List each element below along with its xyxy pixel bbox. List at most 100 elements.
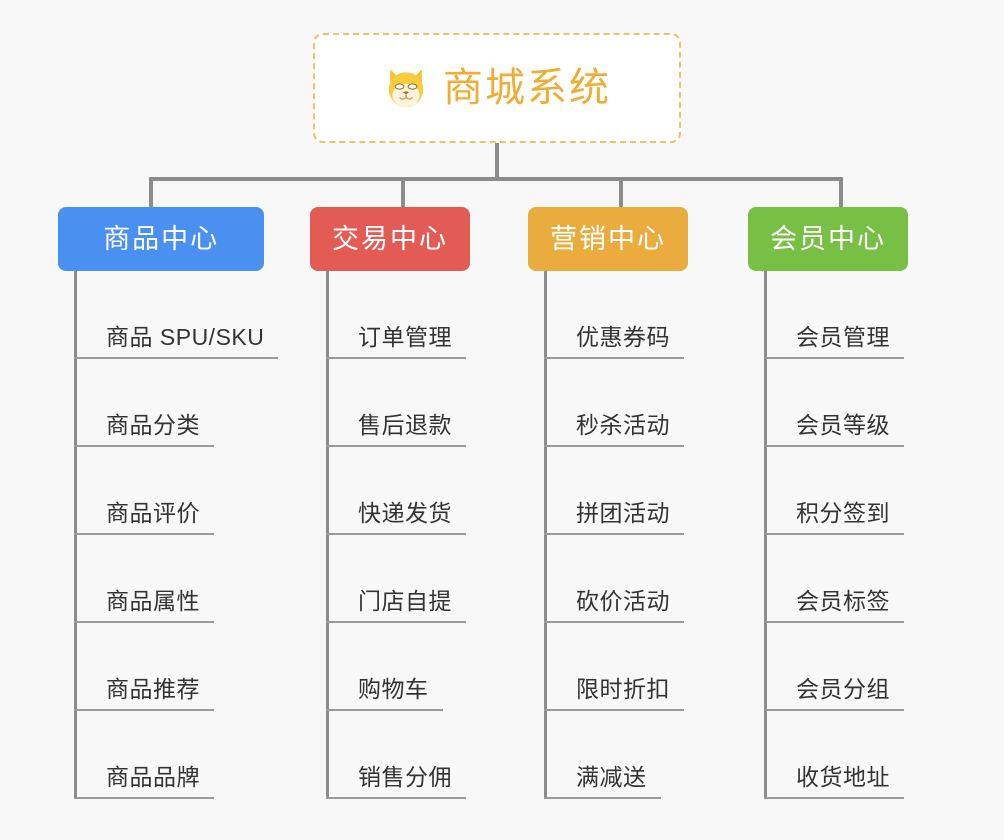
leaf-label: 优惠券码 bbox=[576, 324, 670, 350]
leaf-label: 会员管理 bbox=[796, 324, 890, 350]
leaf-item[interactable]: 商品品牌 bbox=[74, 711, 264, 799]
category-label-2: 交易中心 bbox=[332, 223, 448, 254]
leaf-underline bbox=[544, 357, 684, 359]
leaf-item[interactable]: 购物车 bbox=[326, 623, 470, 711]
leaf-label: 售后退款 bbox=[358, 412, 452, 438]
connector-drop-4 bbox=[839, 177, 843, 207]
category-label-3: 营销中心 bbox=[550, 223, 666, 254]
shiba-dog-face-icon bbox=[388, 69, 424, 109]
leaf-underline bbox=[74, 445, 214, 447]
leaf-item[interactable]: 商品 SPU/SKU bbox=[74, 271, 278, 359]
leaf-underline bbox=[764, 357, 904, 359]
leaf-label: 满减送 bbox=[576, 764, 647, 790]
leaf-label: 商品评价 bbox=[106, 500, 200, 526]
connector-drop-1 bbox=[149, 177, 153, 207]
leaf-underline bbox=[764, 797, 904, 799]
category-box-2[interactable]: 交易中心 bbox=[310, 207, 470, 271]
leaf-list-1: 商品 SPU/SKU 商品分类 商品评价 商品属性 商品推荐 商品品牌 bbox=[74, 271, 278, 799]
leaf-label: 商品推荐 bbox=[106, 676, 200, 702]
leaf-item[interactable]: 优惠券码 bbox=[544, 271, 688, 359]
leaf-underline bbox=[326, 797, 466, 799]
leaf-underline bbox=[764, 621, 904, 623]
leaf-item[interactable]: 商品推荐 bbox=[74, 623, 264, 711]
leaf-underline bbox=[74, 621, 214, 623]
leaf-label: 拼团活动 bbox=[576, 500, 670, 526]
leaf-label: 积分签到 bbox=[796, 500, 890, 526]
branch-column-1: 商品中心 商品 SPU/SKU 商品分类 商品评价 商品属性 商品推荐 bbox=[58, 207, 278, 799]
leaf-item[interactable]: 会员标签 bbox=[764, 535, 908, 623]
leaf-label: 订单管理 bbox=[358, 324, 452, 350]
leaf-label: 商品属性 bbox=[106, 588, 200, 614]
leaf-item[interactable]: 收货地址 bbox=[764, 711, 908, 799]
leaf-underline bbox=[326, 445, 466, 447]
category-label-4: 会员中心 bbox=[770, 223, 886, 254]
leaf-item[interactable]: 商品属性 bbox=[74, 535, 264, 623]
leaf-spine-2 bbox=[326, 271, 329, 799]
leaf-label: 商品分类 bbox=[106, 412, 200, 438]
leaf-underline bbox=[326, 709, 443, 711]
leaf-label: 砍价活动 bbox=[576, 588, 670, 614]
leaf-item[interactable]: 会员等级 bbox=[764, 359, 908, 447]
leaf-underline bbox=[544, 797, 661, 799]
leaf-label: 秒杀活动 bbox=[576, 412, 670, 438]
leaf-item[interactable]: 满减送 bbox=[544, 711, 688, 799]
leaf-item[interactable]: 门店自提 bbox=[326, 535, 470, 623]
connector-drop-2 bbox=[401, 177, 405, 207]
leaf-underline bbox=[544, 533, 684, 535]
leaf-spine-1 bbox=[74, 271, 77, 799]
leaf-underline bbox=[544, 445, 684, 447]
leaf-item[interactable]: 积分签到 bbox=[764, 447, 908, 535]
connector-root-stem bbox=[495, 143, 499, 179]
leaf-item[interactable]: 会员分组 bbox=[764, 623, 908, 711]
leaf-label: 会员等级 bbox=[796, 412, 890, 438]
leaf-underline bbox=[764, 445, 904, 447]
leaf-item[interactable]: 订单管理 bbox=[326, 271, 470, 359]
branch-column-4: 会员中心 会员管理 会员等级 积分签到 会员标签 会员分组 bbox=[748, 207, 908, 799]
category-box-1[interactable]: 商品中心 bbox=[58, 207, 265, 271]
branch-column-3: 营销中心 优惠券码 秒杀活动 拼团活动 砍价活动 限时折扣 bbox=[528, 207, 688, 799]
leaf-underline bbox=[544, 709, 684, 711]
leaf-item[interactable]: 砍价活动 bbox=[544, 535, 688, 623]
leaf-underline bbox=[74, 533, 214, 535]
leaf-list-2: 订单管理 售后退款 快递发货 门店自提 购物车 销售分佣 bbox=[326, 271, 470, 799]
leaf-underline bbox=[764, 709, 904, 711]
leaf-label: 商品品牌 bbox=[106, 764, 200, 790]
leaf-underline bbox=[764, 533, 904, 535]
category-label-1: 商品中心 bbox=[103, 223, 220, 254]
leaf-item[interactable]: 商品评价 bbox=[74, 447, 264, 535]
leaf-label: 收货地址 bbox=[796, 764, 890, 790]
leaf-item[interactable]: 秒杀活动 bbox=[544, 359, 688, 447]
connector-horizontal-bus bbox=[149, 177, 841, 181]
leaf-item[interactable]: 快递发货 bbox=[326, 447, 470, 535]
leaf-underline bbox=[74, 357, 278, 359]
leaf-spine-4 bbox=[764, 271, 767, 799]
leaf-label: 销售分佣 bbox=[358, 764, 452, 790]
branch-column-2: 交易中心 订单管理 售后退款 快递发货 门店自提 购物车 bbox=[310, 207, 470, 799]
leaf-item[interactable]: 拼团活动 bbox=[544, 447, 688, 535]
leaf-underline bbox=[326, 533, 466, 535]
leaf-item[interactable]: 售后退款 bbox=[326, 359, 470, 447]
leaf-label: 限时折扣 bbox=[576, 676, 670, 702]
leaf-underline bbox=[326, 357, 466, 359]
leaf-label: 门店自提 bbox=[358, 588, 452, 614]
leaf-label: 商品 SPU/SKU bbox=[106, 324, 265, 350]
leaf-spine-3 bbox=[544, 271, 547, 799]
leaf-underline bbox=[326, 621, 466, 623]
leaf-list-3: 优惠券码 秒杀活动 拼团活动 砍价活动 限时折扣 满减送 bbox=[544, 271, 688, 799]
connector-drop-3 bbox=[619, 177, 623, 207]
category-box-3[interactable]: 营销中心 bbox=[528, 207, 688, 271]
root-title: 商城系统 bbox=[443, 66, 611, 110]
leaf-item[interactable]: 限时折扣 bbox=[544, 623, 688, 711]
leaf-label: 购物车 bbox=[358, 676, 429, 702]
leaf-item[interactable]: 会员管理 bbox=[764, 271, 908, 359]
leaf-underline bbox=[544, 621, 684, 623]
leaf-label: 快递发货 bbox=[358, 500, 452, 526]
leaf-label: 会员标签 bbox=[796, 588, 890, 614]
leaf-item[interactable]: 商品分类 bbox=[74, 359, 264, 447]
root-node[interactable]: 商城系统 bbox=[313, 33, 681, 143]
category-box-4[interactable]: 会员中心 bbox=[748, 207, 908, 271]
leaf-item[interactable]: 销售分佣 bbox=[326, 711, 470, 799]
leaf-list-4: 会员管理 会员等级 积分签到 会员标签 会员分组 收货地址 bbox=[764, 271, 908, 799]
leaf-underline bbox=[74, 797, 214, 799]
